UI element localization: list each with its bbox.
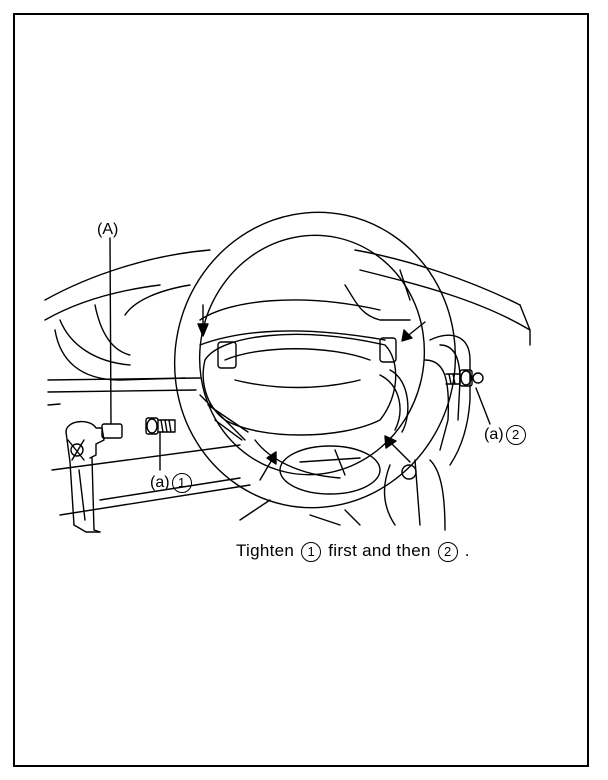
label-bolt-2-prefix: (a)	[484, 426, 504, 444]
wheel-bottom-knob	[401, 464, 417, 480]
instruction-caption: Tighten 1 first and then 2 .	[236, 541, 470, 562]
bolt-1	[145, 417, 176, 471]
caption-part2: first and then	[328, 541, 431, 560]
caption-end: .	[464, 541, 470, 560]
caption-num2: 2	[437, 541, 458, 562]
figure-frame	[13, 13, 589, 767]
steering-wheel-lower-spoke	[254, 439, 381, 495]
caption-part1: Tighten	[236, 541, 295, 560]
label-bolt-1: (a)1	[150, 473, 194, 493]
dashboard-outline	[44, 249, 531, 531]
label-bolt-1-prefix: (a)	[150, 474, 170, 492]
label-bolt-2: (a)2	[484, 425, 528, 445]
label-bolt-2-number: 2	[505, 425, 526, 445]
steering-wheel-rim	[173, 211, 457, 509]
steering-wheel-hub	[199, 333, 409, 441]
label-bolt-1-number: 1	[171, 473, 192, 493]
label-tool-a: (A)	[97, 221, 119, 238]
alignment-arrows	[197, 304, 426, 481]
steering-wheel-puller-tool	[65, 237, 123, 533]
caption-num1: 1	[301, 541, 322, 562]
bolt-2	[445, 369, 491, 425]
